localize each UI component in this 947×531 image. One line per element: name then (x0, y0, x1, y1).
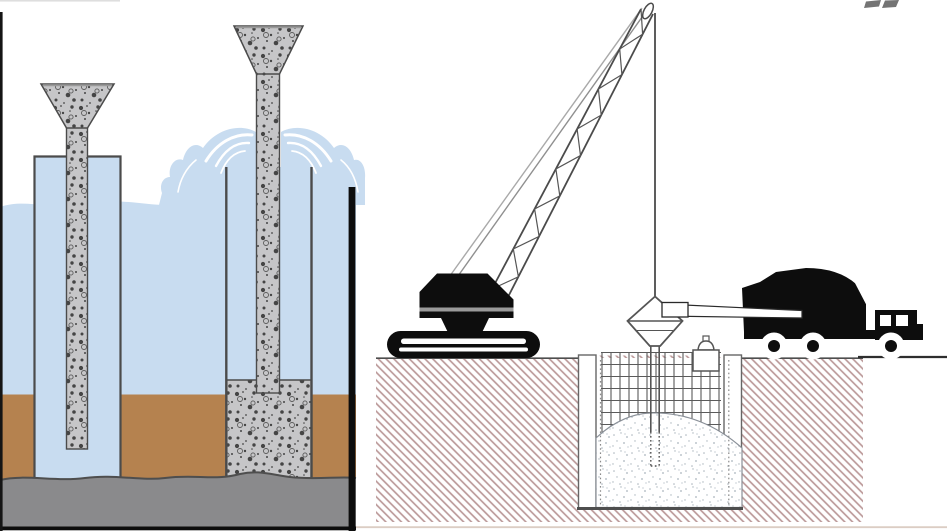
stage2-tremie (159, 25, 366, 479)
wheel-front-hub (885, 340, 897, 352)
lattice-boom (491, 2, 655, 298)
site-tremie-pipe-buried (650, 432, 660, 467)
watermark-fragment (864, 0, 899, 8)
boom-chord-left (491, 8, 642, 290)
chute-spout (661, 301, 689, 318)
left-panel-bottom-border (0, 526, 356, 531)
truck-chassis (744, 330, 918, 339)
mixer-drum (742, 268, 866, 332)
concrete-mixer-truck (661, 268, 923, 360)
pump-body (692, 349, 720, 372)
crane-turntable (441, 318, 489, 332)
rebar-cage-horizontals (601, 351, 721, 426)
fresh-concrete-mound (595, 412, 743, 509)
bedrock-layer (0, 472, 356, 527)
pump-dome (697, 340, 715, 351)
hatched-ground (376, 355, 863, 522)
left-panel-left-border (0, 12, 3, 531)
stage1-tremie-pipe (65, 126, 89, 450)
cab-window-rear (880, 315, 891, 326)
truck-hood (915, 324, 923, 340)
cab-window-front (896, 315, 908, 326)
crane-body-stripe (419, 307, 514, 312)
crawler-crane (387, 2, 656, 358)
stage2-tremie-funnel (232, 25, 305, 75)
wheel-rear-1-hub (768, 340, 780, 352)
crane-cab-body (419, 273, 514, 318)
truck-wheels (760, 332, 905, 360)
top-edge-smudge (0, 0, 120, 2)
hoist-rope-2 (451, 11, 647, 285)
stage1-tremie-funnel (39, 83, 116, 129)
excavation-pit (577, 335, 743, 510)
boom-tip-pulley (641, 2, 655, 20)
crawler-track (387, 331, 540, 358)
boom-lacing (491, 8, 644, 290)
construction-site-scene (348, 0, 947, 531)
water-splash-left (159, 127, 256, 205)
crawler-track-slot-upper (401, 338, 526, 344)
fresh-concrete-plug (226, 379, 312, 479)
pump-unit (692, 335, 720, 372)
wheel-rear-2-hub (807, 340, 819, 352)
panel-divider-bar (348, 187, 356, 531)
drum-cab-gap (849, 270, 879, 320)
crawler-track-slot-lower (399, 347, 528, 352)
tremie-stages-diagram (0, 0, 366, 531)
water-splash-right (281, 127, 366, 205)
stage2-tremie-pipe (255, 72, 281, 394)
pit-wall-left (577, 354, 597, 510)
bedrock-surface-line (0, 471, 357, 481)
rebar-cage-verticals (601, 352, 720, 434)
site-tremie-pipe (650, 346, 660, 432)
hoist-rope-1 (446, 7, 643, 281)
